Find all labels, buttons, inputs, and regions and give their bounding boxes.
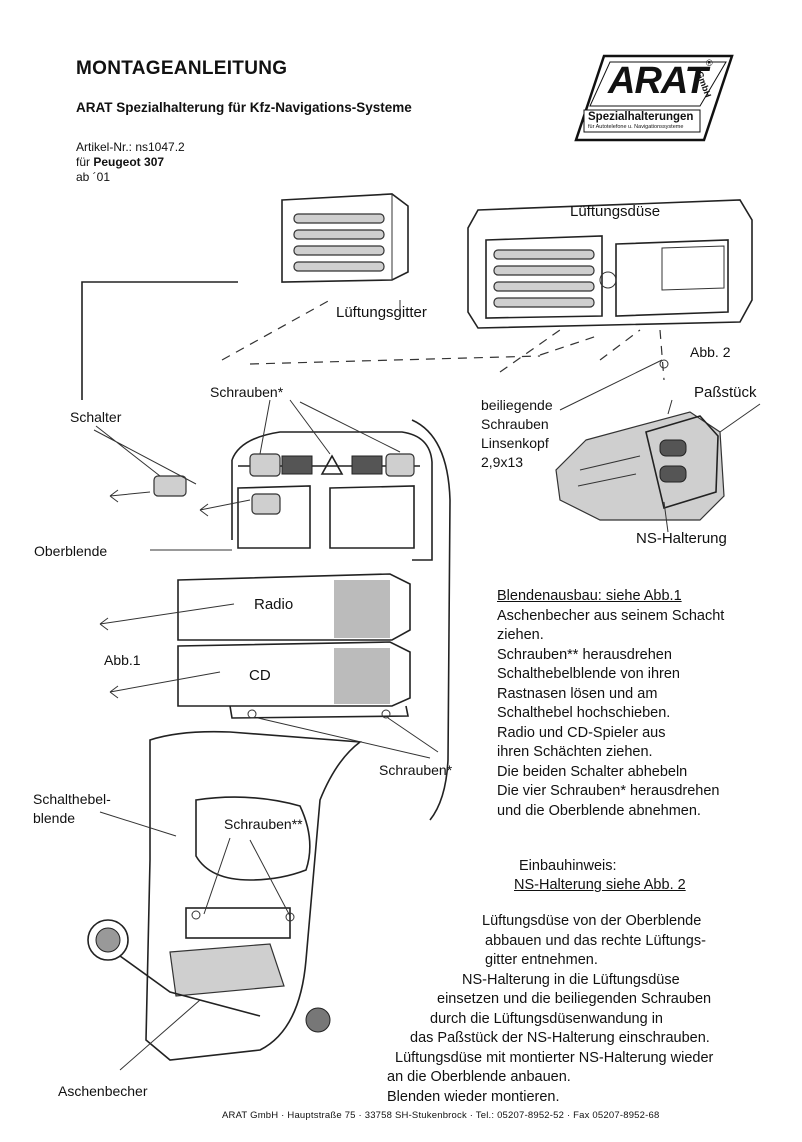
arat-logo bbox=[574, 54, 734, 142]
hint-line: Lüftungsdüse von der Oberblende bbox=[482, 913, 702, 929]
instruction-line: Die vier Schrauben* herausdrehen bbox=[497, 783, 720, 799]
hint-title: Einbauhinweis: bbox=[519, 858, 617, 874]
article-number: Artikel-Nr.: ns1047.2 bbox=[76, 140, 185, 154]
label-lueftungsduese: Lüftungsdüse bbox=[570, 203, 661, 220]
label-abb2: Abb. 2 bbox=[690, 344, 731, 360]
instruction-line: Die beiden Schalter abhebeln bbox=[497, 763, 688, 780]
beiliegende-line-2: Schrauben bbox=[481, 416, 549, 432]
label-schrauben-doublestar: Schrauben** bbox=[224, 816, 303, 832]
label-cd: CD bbox=[249, 667, 271, 684]
beiliegende-line-3: Linsenkopf bbox=[481, 435, 549, 451]
hint-subtitle: NS-Halterung siehe Abb. 2 bbox=[514, 877, 686, 893]
label-oberblende: Oberblende bbox=[34, 543, 108, 559]
logo-brand: ARAT bbox=[608, 60, 708, 102]
instruction-line: Schalthebelblende von ihren bbox=[497, 666, 680, 682]
instruction-line: ziehen. bbox=[497, 627, 544, 643]
label-schrauben-mid: Schrauben* bbox=[379, 762, 453, 778]
hint-line: an die Oberblende anbauen. bbox=[387, 1069, 571, 1085]
label-ns-halterung: NS-Halterung bbox=[636, 530, 727, 547]
instruction-line: Radio und CD-Spieler aus bbox=[497, 724, 666, 741]
schalthebelblende-line-2: blende bbox=[33, 810, 76, 826]
label-aschenbecher: Aschenbecher bbox=[58, 1083, 148, 1099]
hint-line: das Paßstück der NS-Halterung einschraub… bbox=[410, 1030, 710, 1046]
radio-box-drawing bbox=[177, 573, 411, 641]
hint-line: abbauen und das rechte Lüftungs- bbox=[485, 932, 706, 949]
beiliegende-line-1: beiliegende bbox=[481, 397, 553, 413]
cd-box-drawing bbox=[177, 641, 411, 707]
label-radio: Radio bbox=[254, 596, 294, 613]
vehicle-line: für Peugeot 307 bbox=[76, 155, 164, 170]
schalthebelblende-line-1: Schalthebel- bbox=[33, 791, 111, 807]
hint-line: Lüftungsdüse mit montierter NS-Halterung… bbox=[395, 1049, 714, 1066]
label-passstueck: Paßstück bbox=[694, 384, 757, 401]
from-year: ab ´01 bbox=[76, 170, 111, 184]
instruction-line: Rastnasen lösen und am bbox=[497, 685, 658, 702]
vehicle-prefix: für bbox=[76, 155, 94, 169]
hint-line: durch die Lüftungsdüsenwandung in bbox=[430, 1010, 663, 1027]
beiliegende-line-4: 2,9x13 bbox=[481, 454, 524, 470]
instruction-line: Aschenbecher aus seinem Schacht bbox=[497, 607, 725, 624]
leader-lines bbox=[93, 300, 761, 1071]
label-abb1: Abb.1 bbox=[104, 652, 141, 668]
dashboard-drawing bbox=[153, 419, 451, 821]
hint-line: NS-Halterung in die Lüftungsdüse bbox=[462, 971, 680, 988]
hint-line: einsetzen und die beiliegenden Schrauben bbox=[437, 991, 712, 1007]
label-schalthebelblende: Schalthebel- blende bbox=[33, 790, 111, 828]
installation-hint: Lüftungsdüse von der Oberblende abbauen … bbox=[355, 912, 795, 1107]
label-schrauben-top: Schrauben* bbox=[210, 384, 284, 400]
footer-address: ARAT GmbH · Hauptstraße 75 · 33758 SH-St… bbox=[222, 1110, 660, 1121]
logo-tagline: Spezialhalterungen bbox=[588, 111, 694, 123]
instruction-line: Schrauben** herausdrehen bbox=[497, 646, 672, 663]
vehicle-model: Peugeot 307 bbox=[93, 155, 165, 169]
label-lueftungsgitter: Lüftungsgitter bbox=[336, 304, 427, 321]
instruction-line: und die Oberblende abnehmen. bbox=[497, 802, 701, 819]
document-subtitle: ARAT Spezialhalterung für Kfz-Navigation… bbox=[76, 100, 412, 115]
label-schalter: Schalter bbox=[70, 409, 122, 425]
instruction-line: Schalthebel hochschieben. bbox=[497, 705, 671, 721]
removal-instructions: Blendenausbau: siehe Abb.1 Aschenbecher … bbox=[497, 587, 797, 821]
vent-nozzle-drawing bbox=[467, 199, 753, 329]
hint-line: gitter entnehmen. bbox=[485, 952, 598, 968]
label-beiliegende-schrauben: beiliegende Schrauben Linsenkopf 2,9x13 bbox=[481, 396, 553, 472]
document-title: MONTAGEANLEITUNG bbox=[76, 58, 288, 79]
logo-small: für Autotelefone u. Navigationssysteme bbox=[588, 124, 684, 130]
vent-grille-drawing bbox=[281, 193, 409, 283]
gear-cover-drawing bbox=[87, 730, 363, 1061]
logo-reg: ® bbox=[706, 58, 713, 68]
hint-line: Blenden wieder montieren. bbox=[387, 1088, 560, 1105]
instructions-heading: Blendenausbau: siehe Abb.1 bbox=[497, 588, 682, 604]
instruction-line: ihren Schächten ziehen. bbox=[497, 744, 653, 760]
ns-holder-drawing bbox=[555, 411, 725, 521]
